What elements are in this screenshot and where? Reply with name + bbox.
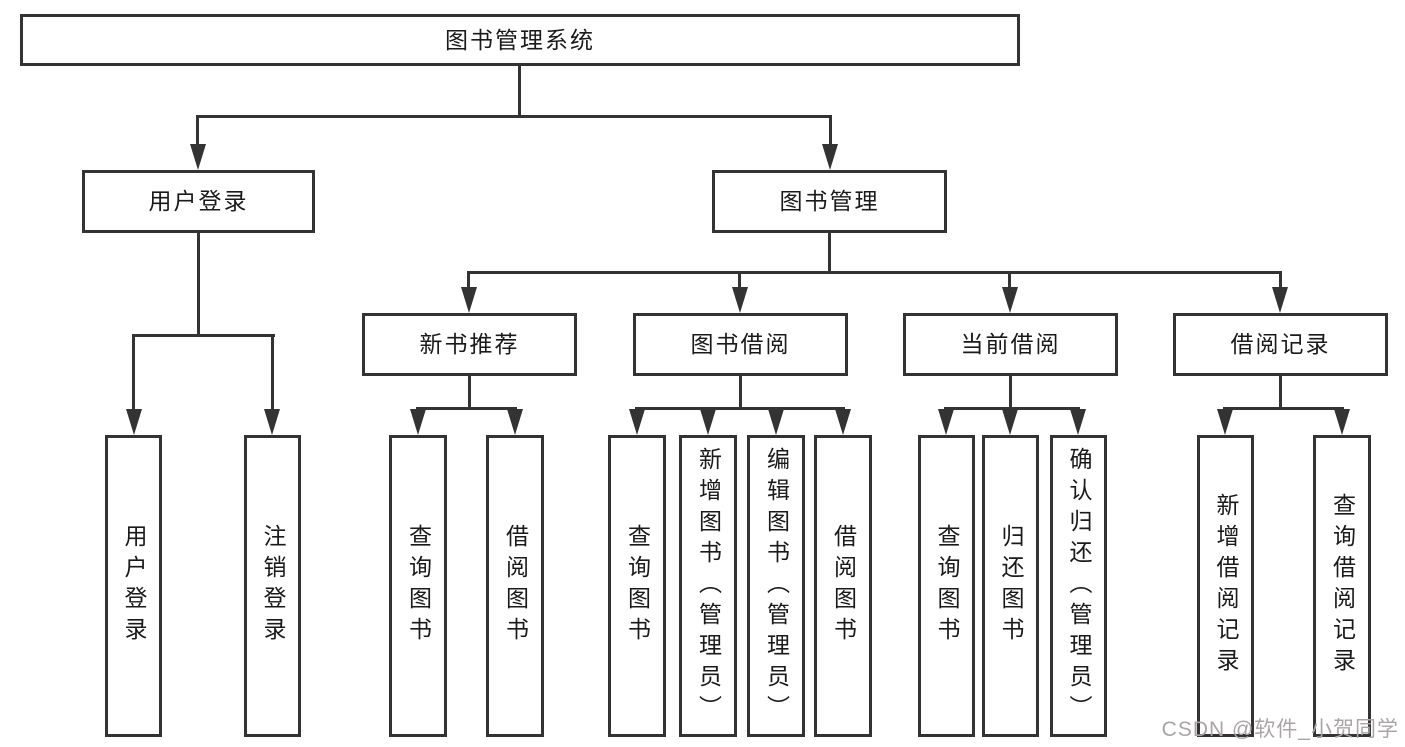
- connector-line: [467, 271, 470, 291]
- node-borrow-records-label: 借阅记录: [1230, 331, 1331, 357]
- arrow-down-icon: [1070, 409, 1086, 435]
- leaf-query-books: 查询图书: [918, 435, 975, 737]
- connector-line: [196, 115, 199, 149]
- leaf-logout: 注销登录: [244, 435, 301, 737]
- node-book-borrow: 图书借阅: [633, 313, 848, 376]
- leaf-logout-label: 注销登录: [260, 524, 286, 648]
- node-new-book-recommend: 新书推荐: [362, 313, 577, 376]
- arrow-down-icon: [700, 409, 716, 435]
- node-root-label: 图书管理系统: [445, 26, 595, 53]
- connector-line: [416, 407, 517, 410]
- arrow-down-icon: [938, 409, 954, 435]
- leaf-user-login-label: 用户登录: [121, 524, 147, 648]
- connector-line: [739, 376, 742, 410]
- arrow-down-icon: [1272, 287, 1288, 313]
- node-current-borrow: 当前借阅: [903, 313, 1118, 376]
- node-root: 图书管理系统: [20, 14, 1020, 66]
- arrow-down-icon: [1217, 409, 1233, 435]
- connector-line: [828, 233, 831, 274]
- leaf-confirm-return-admin: 确认归还（管理员）: [1050, 435, 1107, 737]
- leaf-query-books-label: 查询图书: [624, 524, 651, 648]
- connector-line: [468, 376, 471, 410]
- connector-line: [1279, 376, 1282, 410]
- arrow-down-icon: [629, 409, 645, 435]
- leaf-add-books-admin-label: 新增图书（管理员）: [695, 446, 722, 726]
- arrow-down-icon: [1002, 287, 1018, 313]
- arrow-down-icon: [126, 409, 142, 435]
- leaf-user-login: 用户登录: [105, 435, 162, 737]
- node-user-login: 用户登录: [82, 170, 315, 233]
- arrow-down-icon: [822, 144, 838, 170]
- arrow-down-icon: [768, 409, 784, 435]
- leaf-add-borrow-record: 新增借阅记录: [1197, 435, 1254, 737]
- connector-line: [1008, 271, 1011, 291]
- leaf-borrow-books-label: 借阅图书: [502, 524, 529, 648]
- leaf-edit-books-admin: 编辑图书（管理员）: [747, 435, 805, 737]
- connector-line: [197, 233, 200, 337]
- leaf-borrow-books: 借阅图书: [814, 435, 872, 737]
- node-book-borrow-label: 图书借阅: [690, 331, 791, 357]
- connector-line: [1279, 271, 1282, 291]
- leaf-return-books: 归还图书: [982, 435, 1039, 737]
- connector-line: [738, 271, 741, 291]
- leaf-add-borrow-record-label: 新增借阅记录: [1213, 493, 1239, 679]
- connector-line: [829, 115, 832, 149]
- leaf-confirm-return-admin-label: 确认归还（管理员）: [1066, 446, 1092, 726]
- connector-line: [196, 115, 832, 118]
- leaf-query-borrow-record-label: 查询借阅记录: [1329, 493, 1356, 679]
- arrow-down-icon: [507, 409, 523, 435]
- node-user-login-label: 用户登录: [148, 188, 249, 214]
- leaf-return-books-label: 归还图书: [998, 524, 1024, 648]
- leaf-edit-books-admin-label: 编辑图书（管理员）: [763, 446, 790, 726]
- leaf-query-books: 查询图书: [608, 435, 666, 737]
- arrow-down-icon: [1002, 409, 1018, 435]
- arrow-down-icon: [732, 287, 748, 313]
- arrow-down-icon: [835, 409, 851, 435]
- leaf-borrow-books-label: 借阅图书: [830, 524, 857, 648]
- node-current-borrow-label: 当前借阅: [960, 331, 1061, 357]
- leaf-query-borrow-record: 查询借阅记录: [1313, 435, 1371, 737]
- connector-line: [1009, 376, 1012, 410]
- leaf-borrow-books: 借阅图书: [486, 435, 544, 737]
- connector-line: [518, 66, 521, 118]
- connector-line: [1223, 407, 1344, 410]
- node-borrow-records: 借阅记录: [1173, 313, 1388, 376]
- watermark-text: CSDN @软件_小贺同学: [1161, 718, 1399, 741]
- arrow-down-icon: [190, 144, 206, 170]
- leaf-add-books-admin: 新增图书（管理员）: [679, 435, 737, 737]
- arrow-down-icon: [1334, 409, 1350, 435]
- node-book-management-label: 图书管理: [779, 188, 880, 214]
- arrow-down-icon: [461, 287, 477, 313]
- node-new-book-recommend-label: 新书推荐: [419, 331, 520, 357]
- arrow-down-icon: [264, 409, 280, 435]
- leaf-query-books-label: 查询图书: [405, 524, 432, 648]
- node-book-management: 图书管理: [712, 170, 947, 233]
- connector-line: [132, 334, 135, 412]
- connector-line: [467, 271, 1282, 274]
- leaf-query-books: 查询图书: [389, 435, 447, 737]
- leaf-query-books-label: 查询图书: [934, 524, 960, 648]
- connector-line: [132, 334, 275, 337]
- connector-line: [635, 407, 845, 410]
- arrow-down-icon: [410, 409, 426, 435]
- connector-line: [944, 407, 1080, 410]
- connector-line: [271, 334, 274, 412]
